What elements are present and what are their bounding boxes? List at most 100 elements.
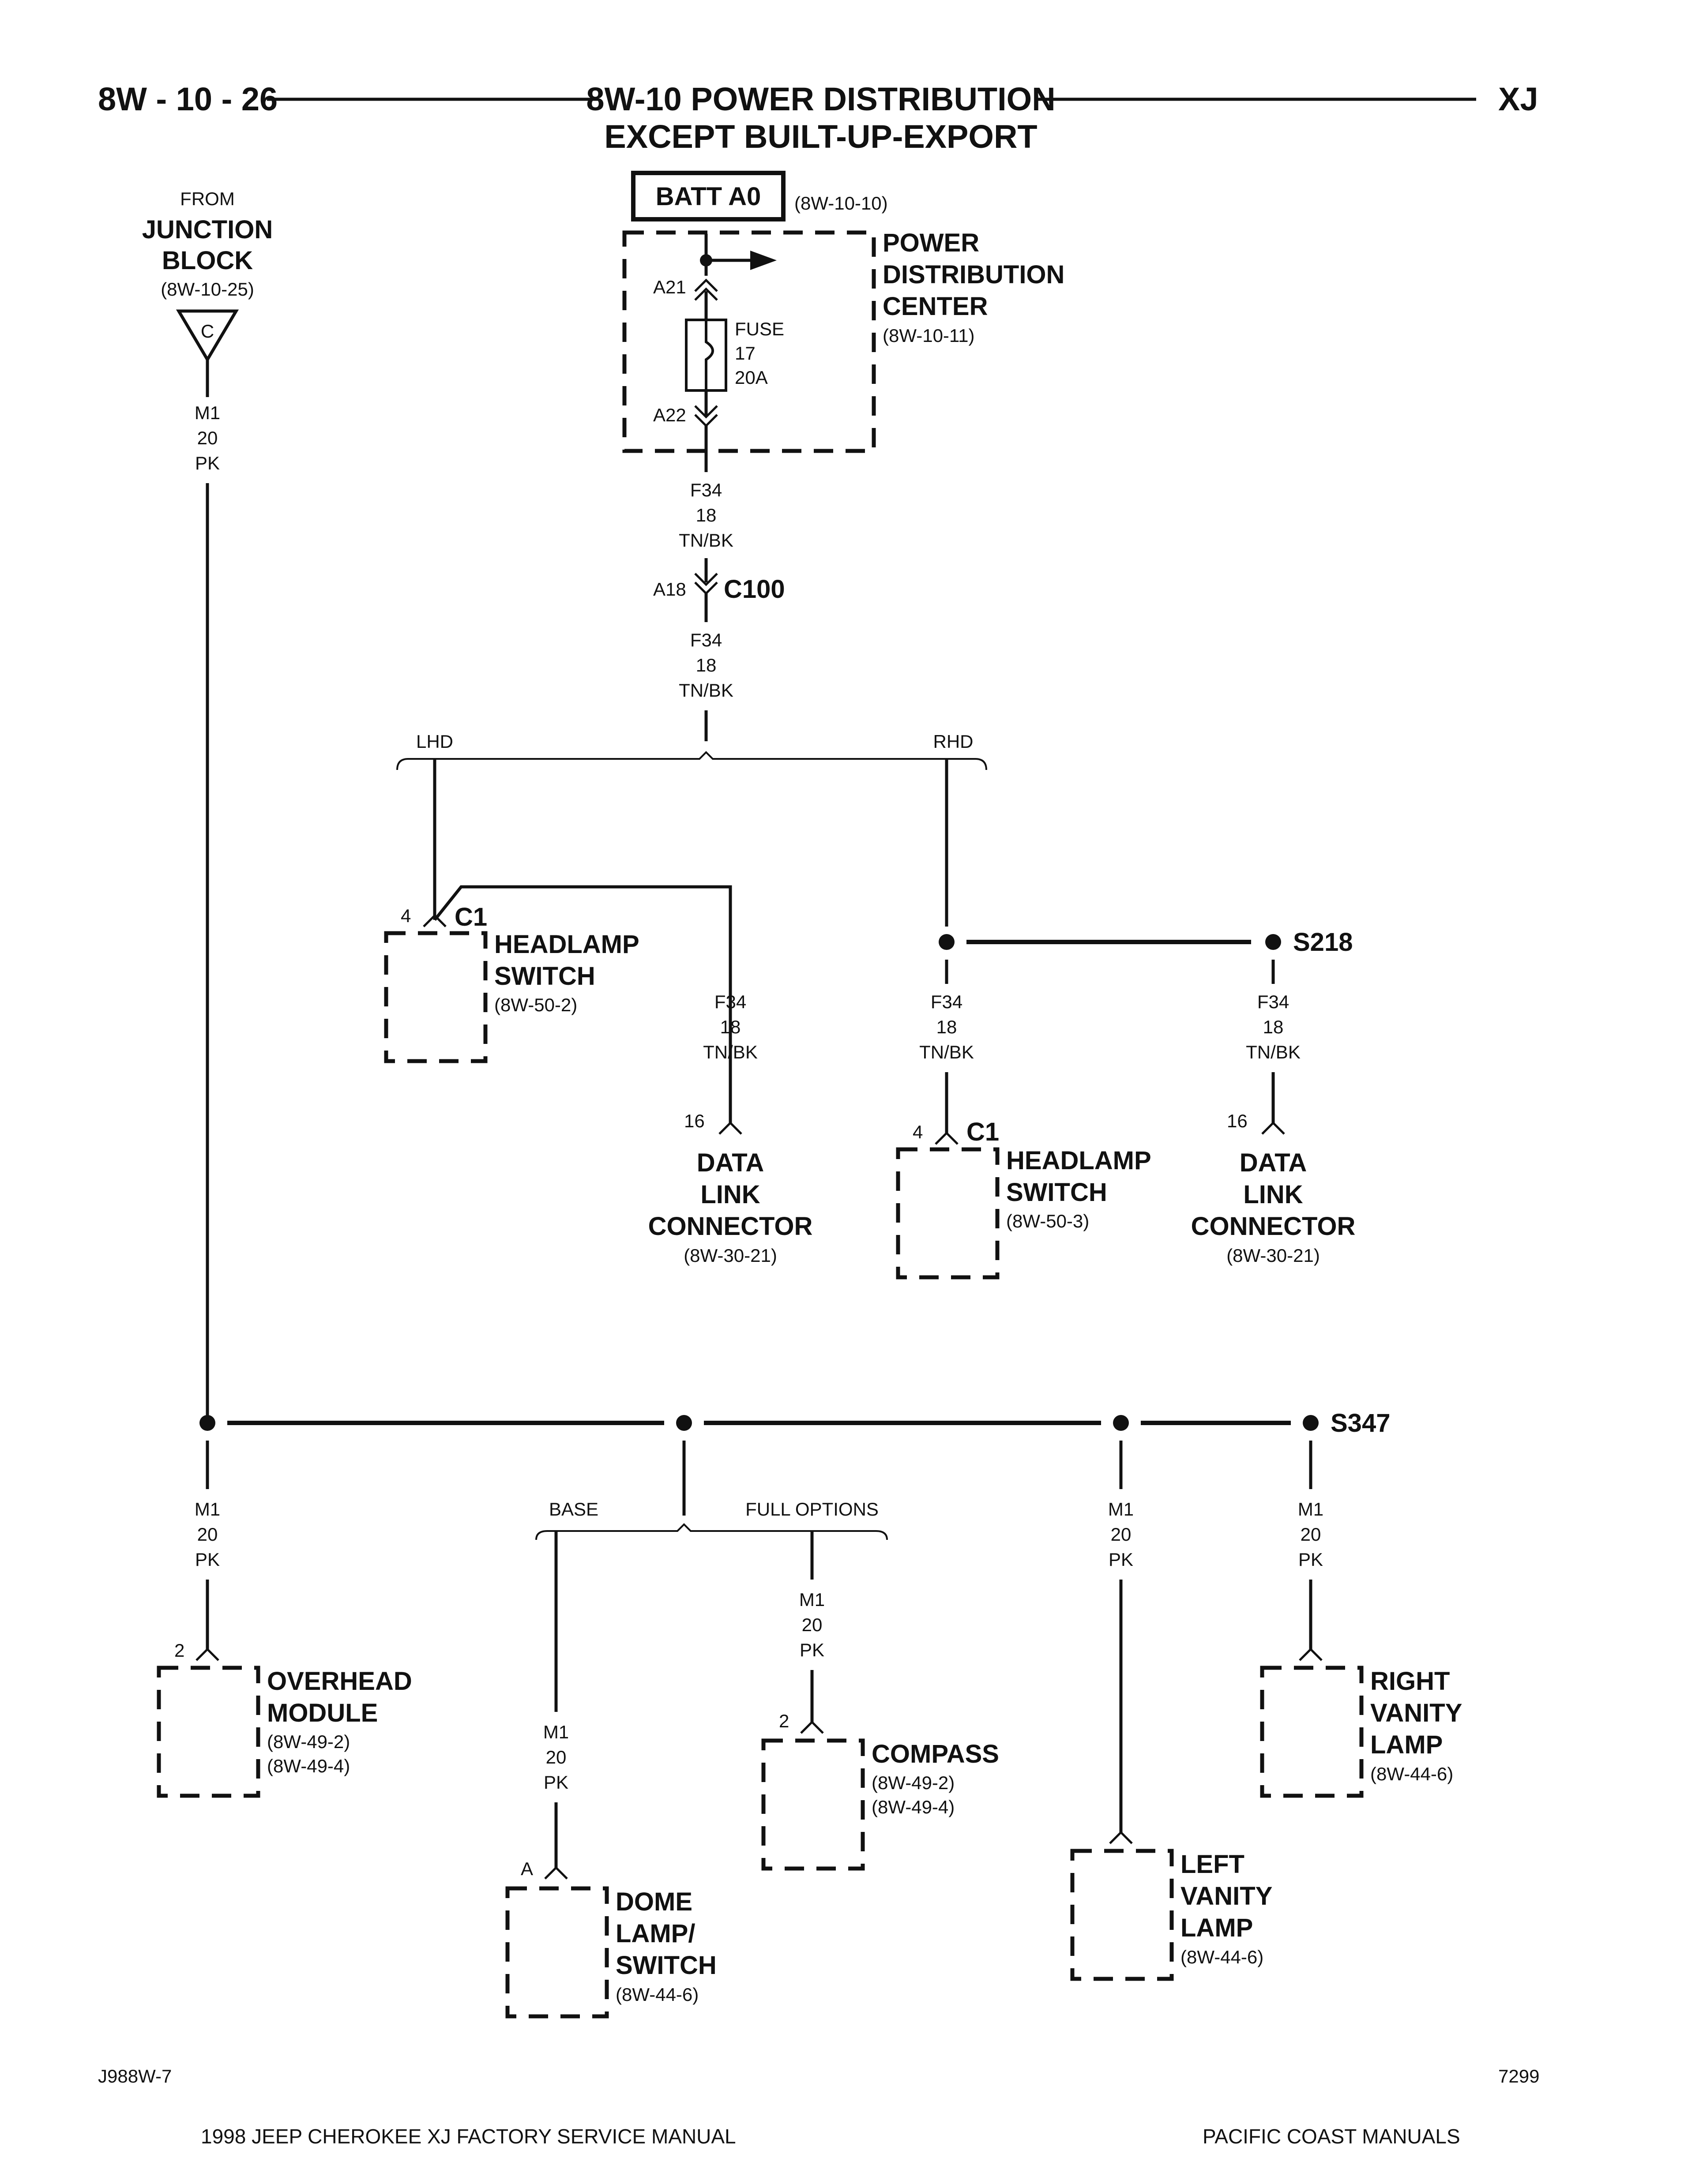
- overhead-ref1: (8W-49-2): [267, 1731, 350, 1752]
- wire-lhd-to-dlc: [433, 885, 732, 1105]
- wire-m1-compass-gauge: 20: [802, 1614, 823, 1635]
- headlamp-rhd-connector: C1: [966, 1118, 999, 1146]
- wire-m1-overhead-gauge: 20: [197, 1524, 218, 1545]
- wire-m1-dome-gauge: 20: [546, 1747, 567, 1767]
- left-vanity-pin-chevron: [1109, 1831, 1133, 1844]
- left-vanity-name3: LAMP: [1180, 1914, 1253, 1942]
- overhead-name1: OVERHEAD: [267, 1667, 412, 1696]
- dlc-rhd-name1: DATA: [1240, 1148, 1307, 1177]
- overhead-pin: 2: [174, 1640, 184, 1661]
- pdc-name3: CENTER: [883, 292, 988, 321]
- wire-f34-lower-code: F34: [690, 630, 722, 650]
- m1-splice-dot-3: [1113, 1415, 1129, 1431]
- pin-a22-chevron-1: [694, 405, 718, 419]
- wire-m1-overhead-color: PK: [195, 1549, 220, 1570]
- overhead-name2: MODULE: [267, 1699, 378, 1727]
- left-vanity-ref: (8W-44-6): [1180, 1947, 1263, 1967]
- wire-label-jb-m1: M1: [195, 402, 220, 423]
- fuse-number: 17: [735, 343, 756, 364]
- splice-s347-dot: [1303, 1415, 1319, 1431]
- dlc-lhd-ref: (8W-30-21): [684, 1245, 777, 1266]
- branch-lhd-label: LHD: [416, 731, 453, 752]
- compass-ref2: (8W-49-4): [872, 1797, 955, 1817]
- branch-rhd-label: RHD: [933, 731, 974, 752]
- drawing-number: 7299: [1498, 2066, 1539, 2086]
- wire-m1-left-vanity-color: PK: [1109, 1549, 1133, 1570]
- branch-full-options-label: FULL OPTIONS: [745, 1499, 879, 1520]
- headlamp-lhd-ref: (8W-50-2): [494, 994, 577, 1015]
- page-title-line2: EXCEPT BUILT-UP-EXPORT: [604, 118, 1037, 155]
- wire-f34-lower-gauge: 18: [696, 655, 717, 675]
- left-vanity-name1: LEFT: [1180, 1850, 1244, 1879]
- fuse-label: FUSE: [735, 319, 784, 339]
- headlamp-switch-rhd-box: [896, 1147, 1000, 1280]
- c100-name: C100: [724, 575, 785, 604]
- batt-a0-box: [631, 171, 786, 221]
- headlamp-switch-lhd-box: [384, 931, 488, 1063]
- pin-a21-label: A21: [653, 277, 686, 297]
- page-number: 8W - 10 - 26: [98, 81, 278, 117]
- headlamp-rhd-name1: HEADLAMP: [1006, 1146, 1151, 1175]
- pdc-name2: DISTRIBUTION: [883, 260, 1064, 289]
- headlamp-lhd-name2: SWITCH: [494, 962, 595, 991]
- headlamp-lhd-pin-chevron: [423, 914, 447, 927]
- headlamp-lhd-name1: HEADLAMP: [494, 930, 639, 959]
- pdc-box: [622, 230, 876, 453]
- batt-a0-ref: (8W-10-10): [794, 193, 888, 214]
- headlamp-lhd-connector: C1: [455, 903, 487, 931]
- dlc-lhd-name2: LINK: [700, 1180, 760, 1209]
- left-vanity-name2: VANITY: [1180, 1882, 1272, 1910]
- dlc-rhd-pin-chevron: [1261, 1121, 1285, 1135]
- branch-base-label: BASE: [549, 1499, 598, 1520]
- wire-m1-right-vanity-gauge: 20: [1301, 1524, 1321, 1545]
- dome-pin: A: [521, 1858, 533, 1879]
- headlamp-rhd-pin-chevron: [935, 1131, 959, 1145]
- wire-f34-lower-color: TN/BK: [679, 680, 733, 701]
- compass-ref1: (8W-49-2): [872, 1772, 955, 1793]
- wire-m1-compass-code: M1: [799, 1589, 825, 1610]
- right-vanity-name1: RIGHT: [1370, 1667, 1450, 1696]
- drawing-id: J988W-7: [98, 2066, 172, 2086]
- dome-lamp-box: [505, 1886, 609, 2019]
- dome-pin-chevron: [544, 1866, 568, 1880]
- junction-block-ref: (8W-10-25): [161, 279, 254, 300]
- dlc-rhd-pin: 16: [1227, 1111, 1248, 1131]
- pdc-name1: POWER: [883, 229, 979, 257]
- headlamp-rhd-pin: 4: [913, 1122, 923, 1142]
- right-vanity-name2: VANITY: [1370, 1699, 1462, 1727]
- wire-f34-lhd-gauge: 18: [720, 1017, 741, 1037]
- junction-block-terminal-symbol: [176, 309, 239, 363]
- dlc-lhd-pin-chevron: [718, 1121, 742, 1135]
- m1-splice-dot-1: [199, 1415, 215, 1431]
- wire-m1-dome-color: PK: [544, 1772, 568, 1793]
- dome-name2: LAMP/: [616, 1919, 695, 1948]
- page-title-line1: 8W-10 POWER DISTRIBUTION: [586, 81, 1055, 117]
- wire-label-jb-gauge: 20: [197, 428, 218, 448]
- dlc-rhd-name2: LINK: [1243, 1180, 1303, 1209]
- overhead-module-box: [157, 1666, 260, 1798]
- headlamp-lhd-pin: 4: [401, 905, 411, 926]
- dlc-rhd-ref: (8W-30-21): [1226, 1245, 1320, 1266]
- right-vanity-lamp-box: [1260, 1666, 1364, 1798]
- wire-m1-overhead-code: M1: [195, 1499, 220, 1520]
- compass-box: [761, 1738, 865, 1871]
- right-vanity-pin-chevron: [1299, 1647, 1323, 1661]
- splice-s347-label: S347: [1331, 1409, 1390, 1437]
- compass-pin-chevron: [800, 1720, 824, 1734]
- wire-m1-right-vanity-code: M1: [1298, 1499, 1323, 1520]
- junction-block-from: FROM: [180, 188, 235, 209]
- wire-f34-lhd-color: TN/BK: [703, 1042, 758, 1062]
- model-code: XJ: [1498, 81, 1538, 117]
- batt-continue-arrow: [750, 251, 777, 270]
- fuse-17-element-icon: [705, 320, 714, 390]
- fuse-rating: 20A: [735, 367, 768, 388]
- junction-block-terminal: C: [201, 321, 214, 341]
- dome-ref: (8W-44-6): [616, 1984, 699, 2005]
- wire-m1-left-vanity-code: M1: [1108, 1499, 1134, 1520]
- wire-f34-lhd-code: F34: [714, 991, 746, 1012]
- wire-m1-compass-color: PK: [800, 1640, 824, 1660]
- pin-a21-chevron-1: [694, 278, 718, 292]
- rhd-splice-dot: [939, 934, 955, 950]
- junction-block-name1: JUNCTION: [142, 215, 273, 244]
